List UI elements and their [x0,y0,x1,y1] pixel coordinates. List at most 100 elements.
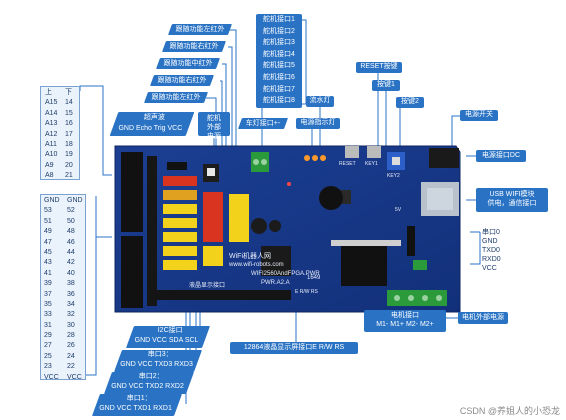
board-url: www.wifi-robots.com [229,262,284,268]
board-version: PWR.A2.A [261,280,290,286]
i2c-label: I2C接口 GND VCC SDA SCL [125,326,211,348]
ultra-pin: 19 [65,151,73,159]
follow-label-4: 跟随功能右红外 [149,75,215,86]
reset-key-label: RESET按键 [356,62,402,73]
digital-pin: 26 [67,342,75,350]
ultra-pin: 20 [65,161,73,169]
digital-pin: 43 [44,259,52,267]
digital-pin: 34 [67,300,75,308]
ultra-pin: 21 [65,172,73,180]
digital-pin: VCC [67,373,82,381]
digital-pin: 24 [67,352,75,360]
digital-pin: 41 [44,269,52,277]
board-key2-text: KEY2 [387,173,400,179]
car-light-label: 车灯接口+- [237,118,289,129]
ultra-pin: A9 [45,161,54,169]
digital-pin: 47 [44,238,52,246]
board-title: WiFi机器人网 [229,253,271,260]
digital-pin: 30 [67,321,75,329]
ultra-pin: 14 [65,99,73,107]
digital-pin: 27 [44,342,52,350]
board-5v-text: 5V [395,207,402,213]
ultra-pin: A10 [45,151,58,159]
digital-pin: 25 [44,352,52,360]
digital-pin: 45 [44,248,52,256]
ultra-pin: 15 [65,109,73,117]
follow-label-1: 跟随功能左红外 [167,24,233,35]
digital-pin: GND [44,197,60,204]
digital-pin: 39 [44,280,52,288]
digital-pin: 42 [67,259,75,267]
motor-power-label: 电机外部电源 [458,312,508,324]
digital-pin: 53 [44,207,52,215]
servo-label-group: 舵机接口1 舵机接口2 舵机接口3 舵机接口4 舵机接口5 舵机接口6 舵机接口… [256,14,302,108]
servo-5: 舵机接口5 [263,62,295,70]
ultrasonic-label: 超声波 GND Echo Trig VCC [109,112,195,136]
digital-pin: 29 [44,332,52,340]
servo-2: 舵机接口2 [263,27,295,35]
dc-power-label: 电源接口DC [476,150,526,162]
uart0-vcc: VCC [482,265,497,272]
digital-pin: 50 [67,217,75,225]
digital-pin: 52 [67,207,75,215]
key1-label: 按键1 [372,80,400,91]
uart3-label: 串口3： GND VCC TXD3 RXD3 [113,350,203,372]
uart0-label: 串口0 GND TXD0 RXD0 VCC [482,228,506,276]
power-led-label: 电源指示灯 [296,118,340,129]
digital-pin: VCC [44,373,59,381]
ultra-header-down: 下 [65,89,72,96]
ultra-pin: A15 [45,99,58,107]
follow-label-3: 跟随功能中红外 [155,58,221,69]
ultra-pin: A13 [45,120,58,128]
lcd-interface-label: 12864液晶显示屏接口E R/W RS [230,342,358,354]
digital-pin: 36 [67,290,75,298]
digital-pin: 35 [44,300,52,308]
servo-4: 舵机接口4 [263,50,295,58]
motor-iface-pins: M1- M1+ M2- M2+ [376,321,434,328]
ultra-pin: A11 [45,140,57,148]
ultra-pin: 17 [65,130,73,138]
digital-pin: 22 [67,363,75,371]
board-model: WIFI2560AndFPGA.PWR [251,271,320,277]
digital-pin: 51 [44,217,52,225]
power-switch-label: 电源开关 [460,110,498,121]
watermark: CSDN @养姐人的小恐龙 [459,406,560,416]
board-lcd-text: 液晶显示接口 [189,283,226,289]
servo-8: 舵机接口8 [263,97,295,105]
ultrasonic-pin-table: 上 A15 A14 A13 A12 A11 A10 A9 A8 下 14 15 … [40,86,80,180]
ultra-pin: A12 [45,130,58,138]
board-key1-text: KEY1 [365,161,378,167]
digital-pin: 38 [67,280,75,288]
digital-pin: GND [67,197,83,204]
ultra-pin: 18 [65,140,73,148]
servo-1: 舵机接口1 [263,16,295,23]
ultra-pin: A8 [45,172,54,180]
digital-pin: 28 [67,332,75,340]
board-reset-text: RESET [339,161,356,167]
digital-pin: 37 [44,290,52,298]
digital-pin: 46 [67,238,75,246]
usb-wifi-line-1: USB WIFI模块 [489,191,535,198]
ultra-header-up: 上 [45,89,52,96]
motor-interface-label: 电机接口 M1- M1+ M2- M2+ [364,310,446,332]
uart0-gnd: GND [482,238,498,245]
digital-pin: 31 [44,321,52,329]
digital-pin: 32 [67,311,75,319]
board-rs-text: E R/W RS [295,289,318,295]
servo-power-label: 舵机外部电源 [198,112,230,140]
digital-pin: 49 [44,228,52,236]
water-lamp-label: 流水灯 [306,96,334,107]
uart1-label: 串口1： GND VCC TXD1 RXD1 [91,394,183,416]
uart0-title: 串口0 [482,229,500,236]
uart0-txd0: TXD0 [482,247,500,254]
servo-3: 舵机接口3 [263,39,295,47]
digital-pin: 48 [67,228,75,236]
follow-label-5: 跟随功能左红外 [143,92,209,103]
follow-label-2: 跟随功能右红外 [161,41,227,52]
digital-pin: 23 [44,363,52,371]
board-num: 1649 [307,275,321,281]
usb-wifi-label: USB WIFI模块 供电，通信接口 [476,188,548,212]
motor-iface-title: 电机接口 [391,312,419,319]
servo-6: 舵机接口6 [263,73,295,81]
